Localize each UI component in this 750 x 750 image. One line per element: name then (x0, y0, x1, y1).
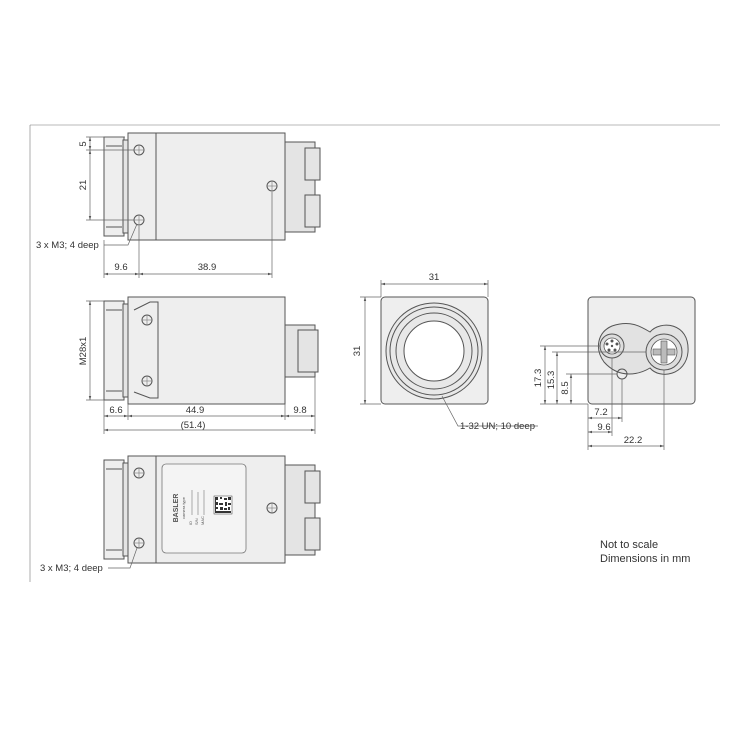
callout-mount-holes-top: 3 x M3; 4 deep (36, 240, 99, 251)
dim-front-width: 31 (429, 272, 440, 283)
dim-38-9: 38.9 (198, 262, 217, 273)
dim-44-9: 44.9 (186, 405, 205, 416)
dim-15-3: 15.3 (546, 371, 557, 390)
mount-hole (133, 467, 145, 479)
label-line-id: ID (188, 521, 193, 525)
dim-9-6-top: 9.6 (114, 262, 127, 273)
bottom-view: BASLER camera type ID S/N MAC (40, 455, 321, 574)
sensor-opening (403, 320, 465, 382)
note-scale: Not to scale (600, 539, 658, 551)
mount-hole (133, 214, 145, 226)
callout-mount-holes-bottom: 3 x M3; 4 deep (40, 563, 103, 574)
dim-22-2: 22.2 (624, 435, 643, 446)
mount-hole (266, 180, 278, 192)
dim-9-6-back: 9.6 (597, 422, 610, 433)
ethernet-connector (645, 333, 683, 371)
dim-m28x1: M28x1 (78, 337, 89, 366)
housing-main (155, 132, 286, 241)
io-connector (599, 333, 625, 359)
dim-17-3: 17.3 (533, 369, 544, 388)
mount-hole (141, 375, 153, 387)
label-brand: BASLER (173, 494, 180, 523)
side-housing (127, 296, 286, 405)
datamatrix-code (213, 495, 233, 515)
label-line-mac: MAC (200, 516, 205, 525)
label-line-sn: S/N (194, 518, 199, 525)
dim-7-2: 7.2 (594, 407, 607, 418)
dim-5: 5 (78, 141, 89, 146)
dim-6-6: 6.6 (109, 405, 122, 416)
mount-hole (141, 314, 153, 326)
callout-tripod-thread: 1-32 UN; 10 deep (460, 421, 535, 432)
dim-51-4: (51.4) (181, 420, 206, 431)
mount-hole (133, 144, 145, 156)
mount-hole (133, 537, 145, 549)
back-view: 17.3 15.3 8.5 7.2 9.6 22.2 (533, 296, 696, 450)
side-view: M28x1 6.6 44.9 9.8 (51.4) (78, 296, 319, 434)
dim-front-height: 31 (352, 346, 363, 357)
front-view: 31 31 1-32 UN; 10 deep (352, 272, 538, 432)
top-view: 5 21 3 x M3; 4 deep 9.6 38.9 (36, 132, 321, 278)
dim-9-8: 9.8 (293, 405, 306, 416)
label-model: camera type (181, 496, 186, 519)
dim-21: 21 (78, 180, 89, 191)
mount-hole (266, 502, 278, 514)
lens-mount-ring (103, 136, 125, 237)
housing-front (127, 132, 157, 241)
dim-8-5: 8.5 (560, 381, 571, 394)
note-units: Dimensions in mm (600, 553, 690, 565)
